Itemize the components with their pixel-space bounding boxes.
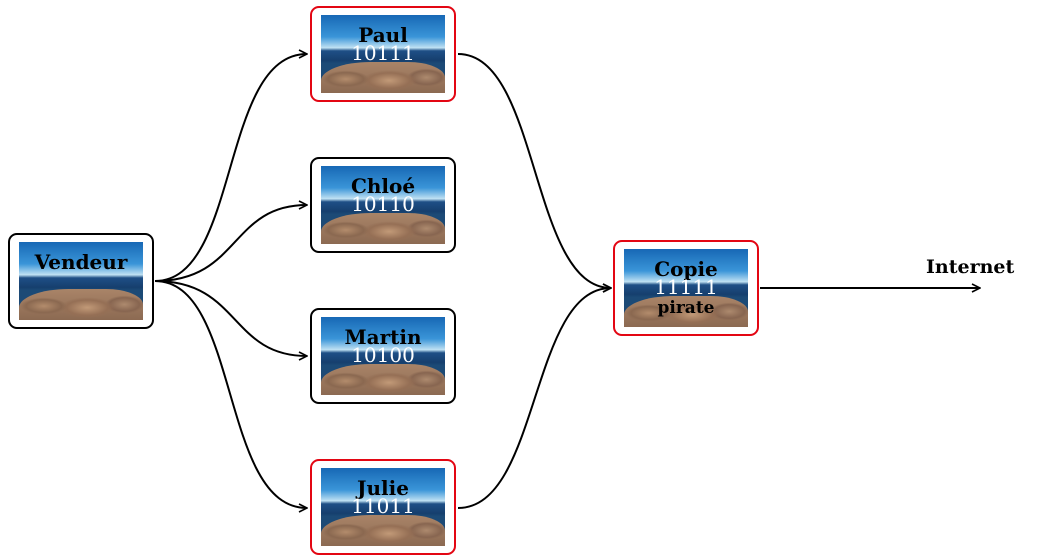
node-name: Copie (654, 257, 718, 281)
seascape-photo: Julie 11011 (321, 468, 445, 546)
rocks-image (321, 61, 445, 93)
watermark-code: 10110 (351, 192, 415, 216)
edge-vendeur-chloe (154, 205, 307, 282)
rocks-image (321, 212, 445, 244)
watermark-code: 10111 (351, 41, 415, 65)
node-name: Vendeur (34, 250, 128, 274)
edge-vendeur-martin (154, 280, 307, 356)
seascape-photo: Paul 10111 (321, 15, 445, 93)
node-name-extra: pirate (657, 298, 715, 318)
watermark-code: 10100 (351, 343, 415, 367)
seascape-photo: Vendeur (19, 242, 143, 320)
node-name: Paul (358, 23, 408, 47)
edge-julie-copie (457, 288, 611, 509)
node-name: Martin (344, 325, 422, 349)
internet-label: Internet (926, 256, 1015, 278)
node-julie: Julie 11011 (310, 459, 456, 555)
node-vendeur: Vendeur (8, 233, 154, 329)
edge-paul-copie (457, 53, 611, 288)
node-copie-pirate: Copie 11111 pirate (613, 240, 759, 336)
rocks-image (19, 288, 143, 320)
node-name: Chloé (350, 174, 416, 198)
seascape-photo: Martin 10100 (321, 317, 445, 395)
watermark-code: 11011 (351, 494, 415, 518)
node-chloe: Chloé 10110 (310, 157, 456, 253)
rocks-image (321, 514, 445, 546)
seascape-photo: Chloé 10110 (321, 166, 445, 244)
watermark-code: 11111 (654, 275, 718, 299)
edge-vendeur-paul (154, 54, 307, 282)
node-paul: Paul 10111 (310, 6, 456, 102)
node-name: Julie (357, 476, 409, 500)
rocks-image (321, 363, 445, 395)
edge-vendeur-julie (154, 280, 307, 508)
seascape-photo: Copie 11111 pirate (624, 249, 748, 327)
rocks-image (624, 295, 748, 327)
node-martin: Martin 10100 (310, 308, 456, 404)
